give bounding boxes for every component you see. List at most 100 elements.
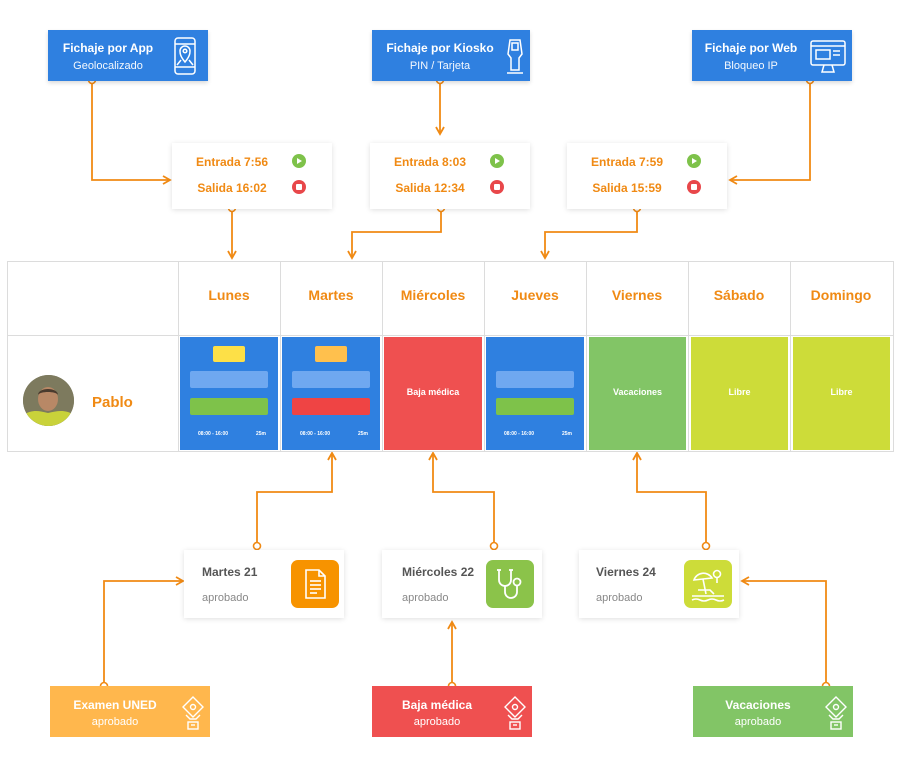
shift-cell-jueves[interactable]: 08:00 - 16:00 25m (486, 337, 584, 450)
source-kiosko: Fichaje por Kiosko PIN / Tarjeta (372, 30, 530, 81)
connector-req-viernes (632, 451, 707, 545)
source-app-subtitle: Geolocalizado (73, 60, 143, 72)
connector-vacaciones (740, 576, 827, 685)
request-date: Martes 21 (202, 565, 258, 579)
day-header-martes: Martes (308, 287, 354, 303)
connector-examen (103, 576, 185, 685)
request-status: aprobado (202, 592, 249, 604)
day-header-lunes: Lunes (208, 287, 250, 303)
source-kiosko-title: Fichaje por Kiosko (386, 41, 494, 55)
shift-duration: 25m (358, 431, 369, 437)
stop-icon (292, 180, 306, 194)
day-header-miercoles: Miércoles (400, 287, 466, 303)
day-header-viernes: Viernes (611, 287, 663, 303)
cell-label: Baja médica (406, 387, 460, 397)
source-web-subtitle: Bloqueo IP (724, 60, 778, 72)
hand-money-icon (182, 696, 204, 730)
cell-sabado[interactable]: Libre (691, 337, 788, 450)
connector-req-martes (256, 451, 337, 545)
column-divider (586, 261, 587, 452)
phone-location-icon (174, 37, 196, 75)
shift-duration: 25m (256, 431, 267, 437)
day-header-domingo: Domingo (810, 287, 872, 303)
web-monitor-icon (810, 40, 846, 73)
cell-label: Vacaciones (612, 387, 663, 397)
cell-label: Libre (830, 387, 853, 397)
shift-time: 08:00 - 16:00 (504, 431, 535, 437)
stop-icon (687, 180, 701, 194)
shift-bar (190, 398, 268, 415)
shift-bar (292, 371, 370, 388)
shift-time: 08:00 - 16:00 (300, 431, 331, 437)
source-web-title: Fichaje por Web (704, 41, 798, 55)
stethoscope-icon (486, 560, 534, 608)
connector-martes (347, 208, 442, 260)
beach-icon (684, 560, 732, 608)
employee-name: Pablo (92, 394, 133, 411)
shift-tag (315, 346, 347, 362)
salida-time: Salida 15:59 (592, 181, 662, 195)
type-subtitle: aprobado (413, 716, 461, 728)
document-icon (291, 560, 339, 608)
day-header-jueves: Jueves (511, 287, 559, 303)
cell-miercoles[interactable]: Baja médica (384, 337, 482, 450)
play-icon (687, 154, 701, 168)
request-status: aprobado (402, 592, 449, 604)
salida-time: Salida 16:02 (197, 181, 267, 195)
shift-tag (213, 346, 245, 362)
shift-duration: 25m (562, 431, 573, 437)
type-baja: Baja médica aprobado (372, 686, 532, 737)
type-subtitle: aprobado (734, 716, 782, 728)
punch-card-kiosko: Entrada 8:03 Salida 12:34 (370, 143, 530, 209)
connector-app (91, 80, 172, 185)
column-divider (280, 261, 281, 452)
connector-req-miercoles (428, 451, 495, 545)
column-divider (484, 261, 485, 452)
hand-money-icon (504, 696, 526, 730)
day-header-sabado: Sábado (713, 287, 765, 303)
column-divider (790, 261, 791, 452)
shift-bar (496, 398, 574, 415)
kiosk-icon (507, 39, 523, 74)
cell-label: Libre (728, 387, 751, 397)
type-vacaciones: Vacaciones aprobado (693, 686, 853, 737)
column-divider (178, 261, 179, 452)
shift-bar (292, 398, 370, 415)
request-status: aprobado (596, 592, 643, 604)
request-card-miercoles[interactable]: Miércoles 22 aprobado (382, 550, 542, 618)
cell-domingo[interactable]: Libre (793, 337, 890, 450)
shift-time: 08:00 - 16:00 (198, 431, 229, 437)
row-divider (7, 335, 894, 336)
shift-bar (496, 371, 574, 388)
play-icon (490, 154, 504, 168)
salida-time: Salida 12:34 (395, 181, 465, 195)
shift-cell-martes[interactable]: 08:00 - 16:00 25m (282, 337, 380, 450)
source-app: Fichaje por App Geolocalizado (48, 30, 208, 81)
shift-cell-lunes[interactable]: 08:00 - 16:00 25m (180, 337, 278, 450)
request-date: Miércoles 22 (402, 565, 475, 579)
entrada-time: Entrada 7:56 (195, 155, 269, 169)
request-card-viernes[interactable]: Viernes 24 aprobado (579, 550, 739, 618)
source-web: Fichaje por Web Bloqueo IP (692, 30, 852, 81)
source-app-title: Fichaje por App (62, 41, 154, 55)
entrada-time: Entrada 7:59 (590, 155, 664, 169)
connector-jueves (540, 208, 638, 260)
request-date: Viernes 24 (596, 565, 656, 579)
type-title: Examen UNED (73, 698, 157, 712)
source-kiosko-subtitle: PIN / Tarjeta (409, 60, 471, 72)
play-icon (292, 154, 306, 168)
avatar (23, 375, 74, 426)
type-title: Baja médica (401, 698, 473, 712)
punch-card-app: Entrada 7:56 Salida 16:02 (172, 143, 332, 209)
type-subtitle: aprobado (91, 716, 139, 728)
column-divider (688, 261, 689, 452)
cell-viernes[interactable]: Vacaciones (589, 337, 686, 450)
entrada-time: Entrada 8:03 (393, 155, 467, 169)
hand-money-icon (825, 696, 847, 730)
type-title: Vacaciones (725, 698, 791, 712)
request-card-martes[interactable]: Martes 21 aprobado (184, 550, 344, 618)
stop-icon (490, 180, 504, 194)
shift-bar (190, 371, 268, 388)
type-examen: Examen UNED aprobado (50, 686, 210, 737)
punch-card-web: Entrada 7:59 Salida 15:59 (567, 143, 727, 209)
